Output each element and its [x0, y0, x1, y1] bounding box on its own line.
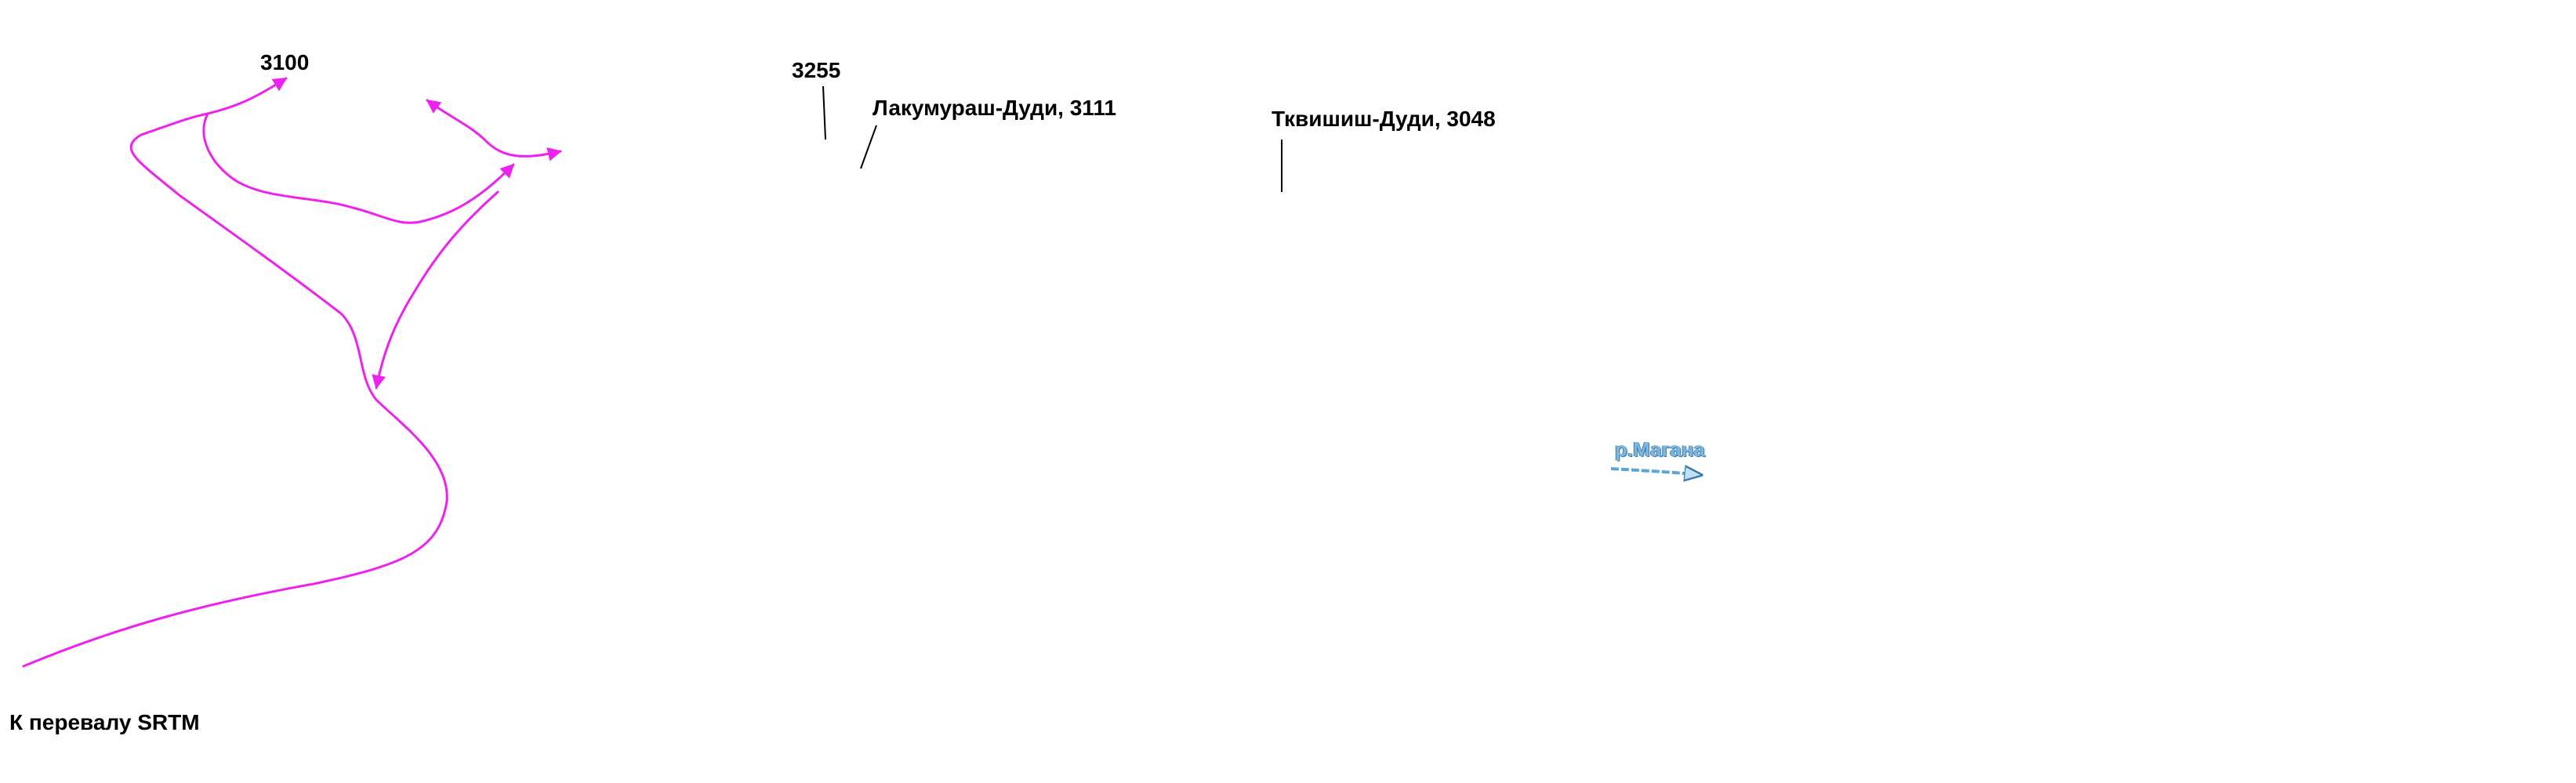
peak-label-3100: 3100: [260, 50, 310, 74]
river-arrow-path: [1610, 469, 1701, 475]
route-upper-path: [426, 99, 562, 161]
peak-label-lakumurash: Лакумураш-Дуди, 3111: [873, 96, 1116, 120]
peak-label-tkvishish: Тквишиш-Дуди, 3048: [1272, 107, 1496, 131]
leader-line-3255: [822, 85, 826, 140]
route-main-path: [22, 77, 448, 668]
pass-direction-label: К перевалу SRTM: [9, 710, 200, 734]
river-label: р.Магана: [1615, 437, 1705, 461]
peak-label-3255: 3255: [792, 58, 841, 82]
leader-line-lakumurash: [860, 125, 877, 169]
route-loop-path: [202, 112, 515, 224]
route-descent-path: [372, 190, 499, 390]
